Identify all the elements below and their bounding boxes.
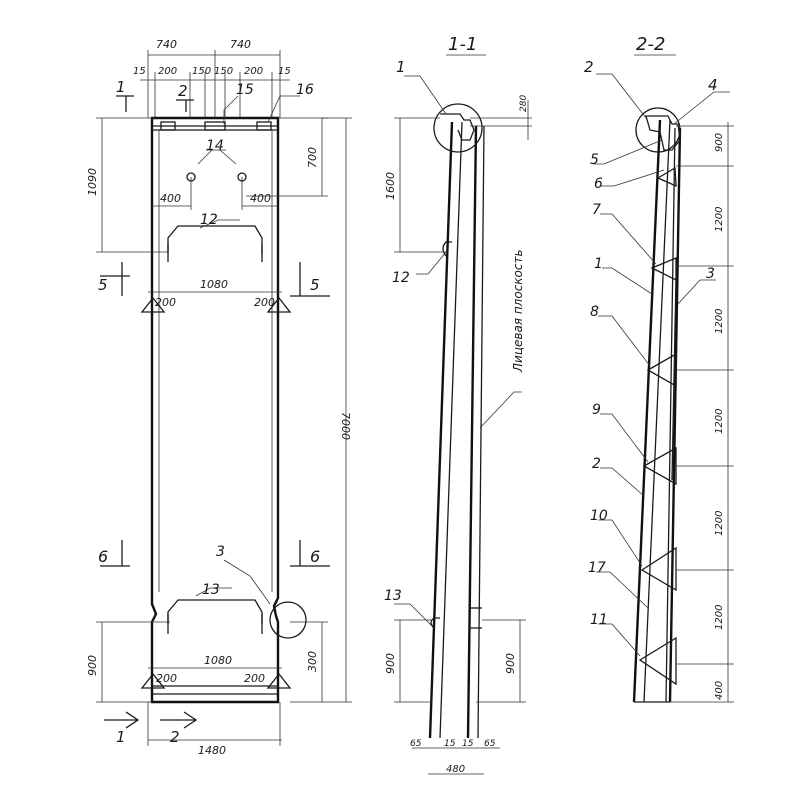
callout-3: 3 [216,544,225,560]
s22-callout-9: 9 [592,402,601,418]
cut-1-top: 1 [116,78,126,96]
section-2-2-front-edge [632,119,662,703]
section-2-2: 2-2 [584,34,734,703]
panel-outline [150,116,280,704]
section-1-1-title: 1-1 [448,34,477,55]
dim-740-left: 740 [156,38,177,51]
detail-circle-2 [635,107,681,153]
s11-callout-1: 1 [396,58,406,76]
dim-15-a: 15 [444,739,456,749]
cut-2-top: 2 [178,82,188,100]
s22-callout-10: 10 [590,508,608,524]
dim-7000: 7000 [339,412,352,440]
dim-1600: 1600 [384,172,397,200]
s22-callout-5: 5 [590,152,599,168]
dim-480: 480 [446,764,465,775]
dim-65-left: 65 [410,739,422,749]
dim-740-right: 740 [230,38,251,51]
dim-150-right: 150 [214,66,233,77]
callout-12: 12 [200,212,218,228]
s22-dim-1200-a: 1200 [714,207,725,232]
s22-dim-1200-e: 1200 [714,605,725,630]
loop-bottom [167,599,263,624]
dim-15-right: 15 [278,66,291,77]
s22-callout-8: 8 [590,304,599,320]
s11-callout-12: 12 [392,270,410,286]
s22-callout-2b: 2 [592,456,601,472]
dim-200-br: 200 [244,672,265,685]
dim-200-bl: 200 [156,672,177,685]
dim-150-left: 150 [192,66,211,77]
dim-15-left: 15 [133,66,146,77]
dim-200-tr: 200 [254,296,275,309]
s22-dim-1200-b: 1200 [714,309,725,334]
section-1-1-rear-edge [466,125,478,739]
s22-dim-900: 900 [714,133,725,152]
detail-circle-1 [433,103,483,153]
dim-1090: 1090 [86,168,99,196]
dim-400-left: 400 [160,192,181,205]
note-facade: Лицевая плоскость [511,249,525,373]
dim-1080-bottom: 1080 [204,654,232,667]
dim-65-right: 65 [484,739,496,749]
s22-callout-11: 11 [590,612,608,628]
loop-top [167,225,263,254]
cut-2-bottom: 2 [170,728,180,746]
section-1-1: 1-1 280 [384,34,532,775]
dim-15-b: 15 [462,739,474,749]
dim-700: 700 [306,147,319,168]
section-5-right: 5 [310,276,320,294]
s22-callout-3: 3 [706,266,715,282]
dim-1480: 1480 [198,744,226,757]
plan-view: 740 740 15 200 150 150 200 15 1090 700 4… [86,38,352,757]
section-2-2-rear-edge [668,127,682,703]
s22-callout-7: 7 [592,202,601,218]
callout-13: 13 [202,582,220,598]
s11-callout-13: 13 [384,588,402,604]
callout-14: 14 [206,138,224,154]
dim-200-left: 200 [158,66,177,77]
s22-callout-4: 4 [708,76,718,94]
dim-900-s11-left: 900 [384,653,397,674]
section-6-left: 6 [98,547,108,566]
s22-callout-1: 1 [594,256,603,272]
s22-dim-400: 400 [714,681,725,700]
s22-callout-2: 2 [584,58,594,76]
cut-1-bottom: 1 [116,728,126,746]
s22-dim-1200-c: 1200 [714,409,725,434]
dim-280: 280 [519,95,529,112]
s22-callout-6: 6 [594,176,603,192]
s22-callout-17: 17 [588,560,606,576]
section-2-2-title: 2-2 [636,34,665,55]
s22-dim-1200-d: 1200 [714,511,725,536]
dim-200-tl: 200 [155,296,176,309]
callout-15: 15 [236,82,254,98]
dim-900-left: 900 [86,655,99,676]
section-5-left: 5 [98,276,108,294]
callout-16: 16 [296,82,314,98]
detail-circle-3 [269,601,307,639]
dim-200-right: 200 [244,66,263,77]
dim-300-right: 300 [306,651,319,672]
section-1-1-front-edge [428,121,454,739]
section-6-right: 6 [310,547,320,566]
dim-400-right: 400 [250,192,271,205]
dim-1080-top: 1080 [200,278,228,291]
dim-900-s11-right: 900 [504,653,517,674]
